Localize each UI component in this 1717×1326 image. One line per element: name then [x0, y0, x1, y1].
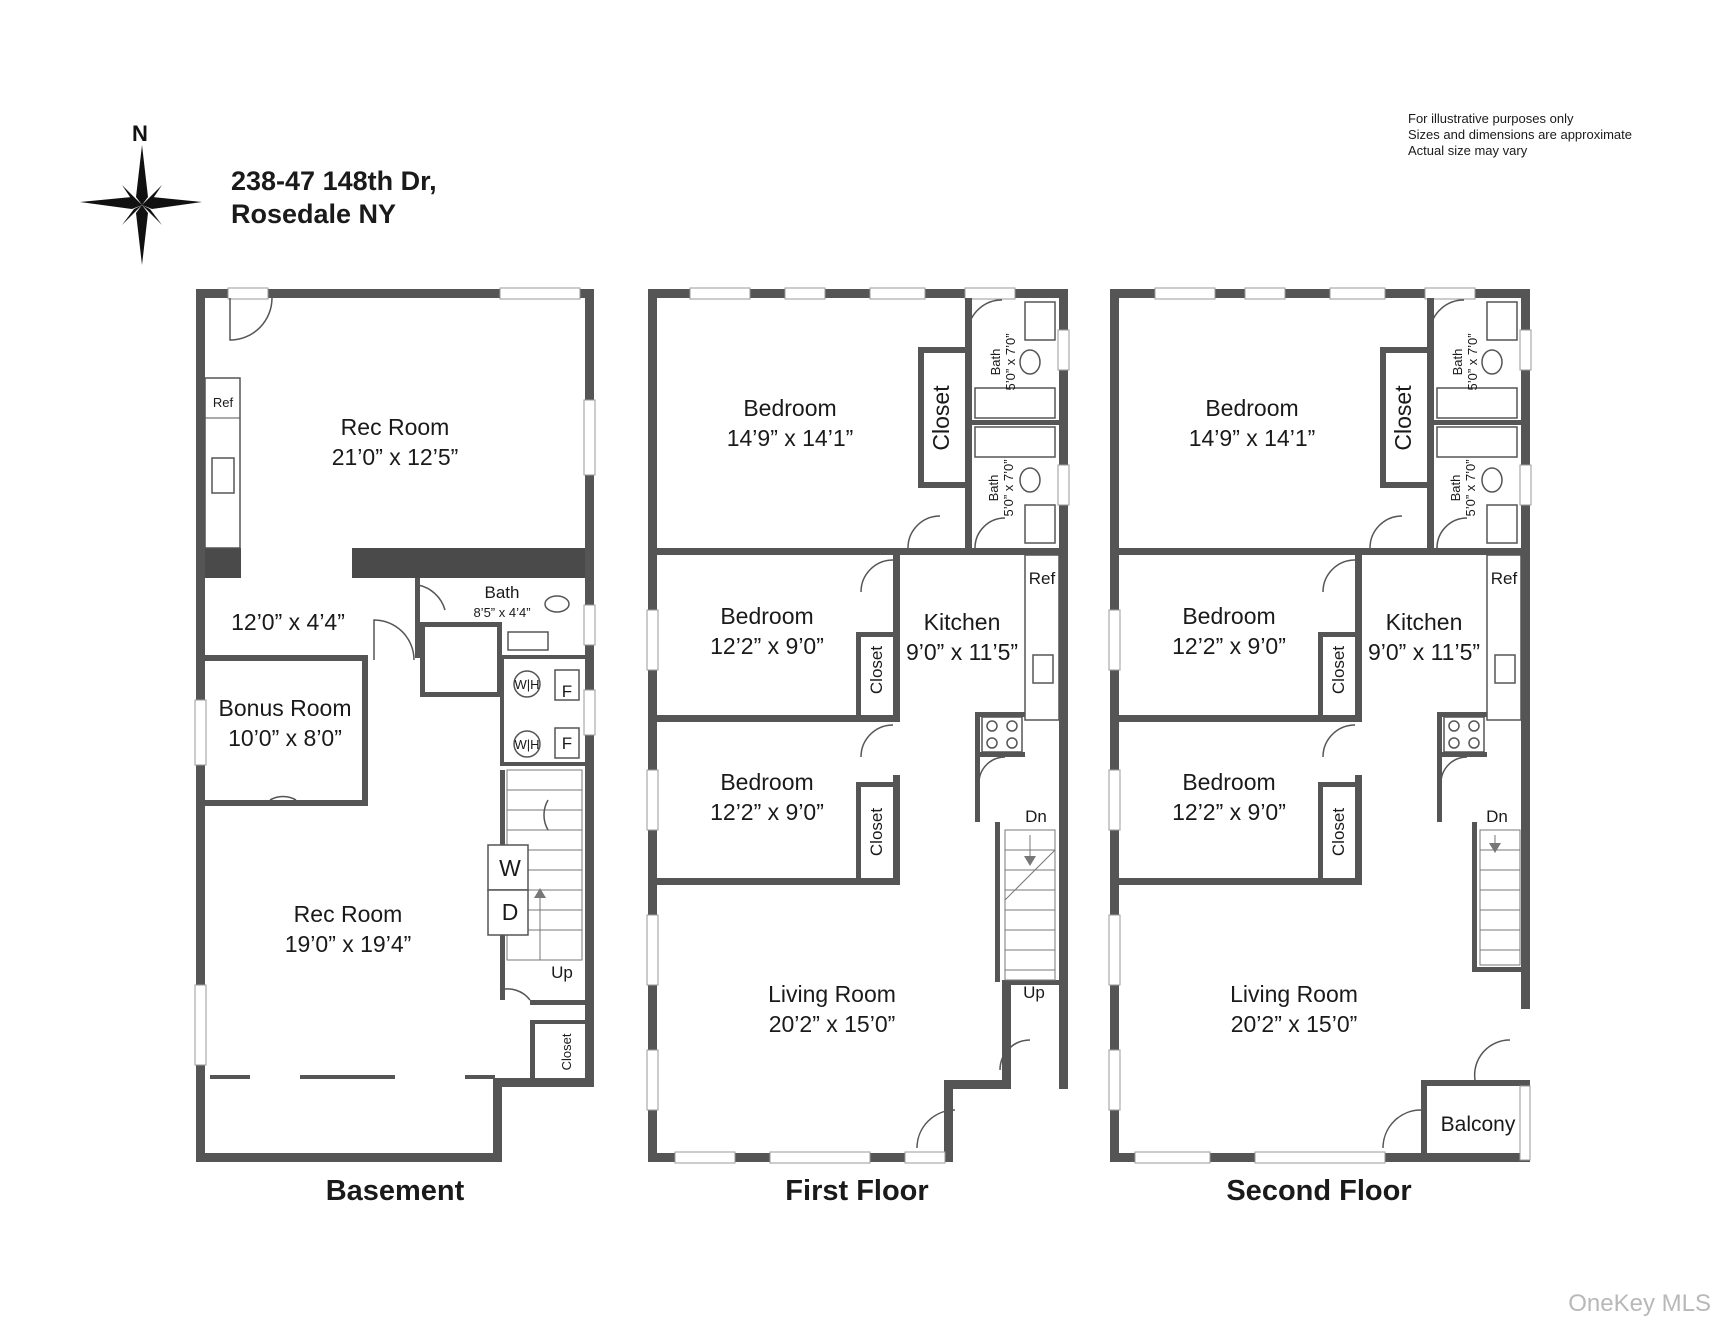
first-closet-1-label: Closet: [928, 385, 954, 451]
first-dn-label: Dn: [1025, 807, 1047, 826]
second-floor-title: Second Floor: [1226, 1175, 1412, 1207]
first-up-label: Up: [1023, 983, 1045, 1002]
first-kitchen-size: 9’0” x 11’5”: [906, 639, 1018, 665]
basement-rec-room-bottom-name: Rec Room: [294, 901, 403, 927]
second-bedroom-3-name: Bedroom: [1182, 769, 1275, 795]
first-bath-1-name: Bath: [988, 349, 1003, 376]
first-living-room-size: 20’2” x 15’0”: [769, 1011, 896, 1037]
basement-wh-2-label: W|H: [514, 737, 539, 752]
second-kitchen-size: 9’0” x 11’5”: [1368, 639, 1480, 665]
second-closet-1-label: Closet: [1390, 385, 1416, 451]
second-closet-3-label: Closet: [1329, 808, 1348, 856]
second-bedroom-3-size: 12’2” x 9’0”: [1172, 799, 1286, 825]
first-bedroom-1-name: Bedroom: [743, 395, 836, 421]
basement-washer-label: W: [499, 855, 521, 881]
second-bath-1-name: Bath: [1450, 349, 1465, 376]
second-ref-label: Ref: [1491, 569, 1518, 588]
basement-wh-1-label: W|H: [514, 677, 539, 692]
first-bedroom-2-name: Bedroom: [720, 603, 813, 629]
basement-ref-label: Ref: [213, 395, 234, 410]
first-closet-3-label: Closet: [867, 808, 886, 856]
basement-rec-room-top-name: Rec Room: [341, 414, 450, 440]
basement-plan: Rec Room 21’0” x 12’5” 12’0” x 4’4” Bath…: [194, 287, 596, 1162]
disclaimer-line-3: Actual size may vary: [1408, 143, 1528, 158]
first-bedroom-3-size: 12’2” x 9’0”: [710, 799, 824, 825]
first-bath-2-name: Bath: [986, 475, 1001, 502]
first-floor-plan: Bedroom 14’9” x 14’1” Bedroom 12’2” x 9’…: [646, 287, 1070, 1164]
basement-up-label: Up: [551, 963, 573, 982]
second-closet-2-label: Closet: [1329, 646, 1348, 694]
first-bedroom-3-name: Bedroom: [720, 769, 813, 795]
second-bedroom-2-size: 12’2” x 9’0”: [1172, 633, 1286, 659]
first-closet-2-label: Closet: [867, 646, 886, 694]
first-bedroom-1-size: 14’9” x 14’1”: [727, 425, 854, 451]
basement-hall-size: 12’0” x 4’4”: [231, 609, 345, 635]
first-kitchen-name: Kitchen: [924, 609, 1001, 635]
compass-star-icon: [80, 145, 202, 265]
basement-title: Basement: [325, 1175, 465, 1207]
first-ref-label: Ref: [1029, 569, 1056, 588]
first-living-room-name: Living Room: [768, 981, 896, 1007]
second-bath-2-name: Bath: [1448, 475, 1463, 502]
first-bath-1-size: 5’0” x 7’0”: [1003, 333, 1018, 390]
basement-rec-room-bottom-size: 19’0” x 19’4”: [285, 931, 412, 957]
second-balcony-label: Balcony: [1441, 1113, 1516, 1136]
second-dn-label: Dn: [1486, 807, 1508, 826]
second-living-room-name: Living Room: [1230, 981, 1358, 1007]
basement-bath-size: 8’5” x 4’4”: [473, 605, 530, 620]
basement-bath-name: Bath: [485, 583, 520, 602]
second-bedroom-1-size: 14’9” x 14’1”: [1189, 425, 1316, 451]
basement-furnace-1-label: F: [562, 682, 572, 701]
basement-bonus-room-size: 10’0” x 8’0”: [228, 725, 342, 751]
second-floor-plan: Bedroom 14’9” x 14’1” Bedroom 12’2” x 9’…: [1108, 287, 1532, 1164]
basement-closet-label: Closet: [559, 1033, 574, 1070]
first-bedroom-2-size: 12’2” x 9’0”: [710, 633, 824, 659]
second-living-room-size: 20’2” x 15’0”: [1231, 1011, 1358, 1037]
compass-north-label: N: [132, 121, 148, 146]
disclaimer-line-1: For illustrative purposes only: [1408, 111, 1574, 126]
first-floor-title: First Floor: [785, 1175, 929, 1207]
second-bath-1-size: 5’0” x 7’0”: [1465, 333, 1480, 390]
first-bath-2-size: 5’0” x 7’0”: [1001, 459, 1016, 516]
basement-bonus-room-name: Bonus Room: [219, 695, 352, 721]
second-kitchen-name: Kitchen: [1386, 609, 1463, 635]
basement-rec-room-top-size: 21’0” x 12’5”: [332, 444, 459, 470]
basement-furnace-2-label: F: [562, 734, 572, 753]
address-line-2: Rosedale NY: [231, 199, 397, 229]
disclaimer-line-2: Sizes and dimensions are approximate: [1408, 127, 1633, 142]
onekey-watermark: OneKey MLS: [1568, 1290, 1711, 1317]
second-bedroom-2-name: Bedroom: [1182, 603, 1275, 629]
second-bath-2-size: 5’0” x 7’0”: [1463, 459, 1478, 516]
second-bedroom-1-name: Bedroom: [1205, 395, 1298, 421]
basement-dryer-label: D: [502, 899, 519, 925]
address-line-1: 238-47 148th Dr,: [231, 166, 437, 196]
